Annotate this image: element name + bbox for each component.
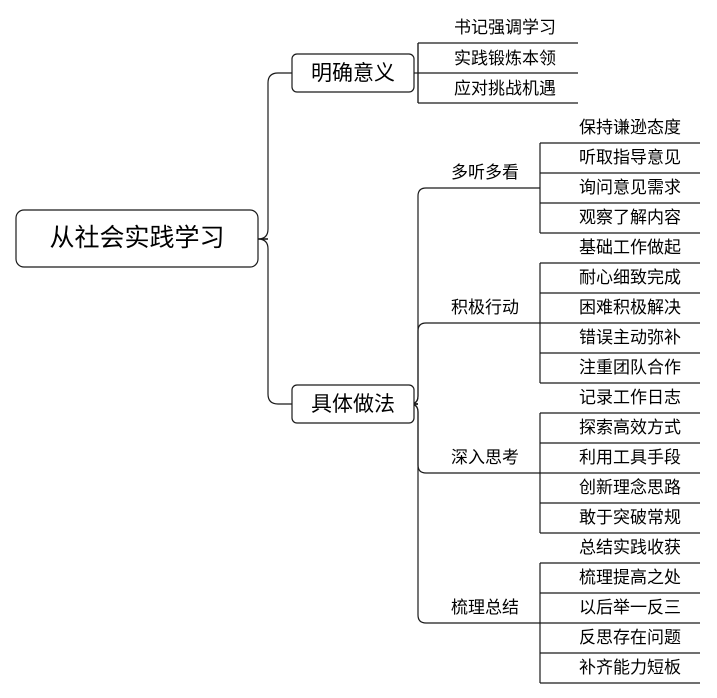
branch-node-box-significance bbox=[291, 53, 415, 93]
branch-node-box-methods bbox=[291, 384, 415, 424]
branch-node-label-significance: 明确意义 bbox=[311, 61, 395, 85]
leaf-label: 创新理念思路 bbox=[579, 477, 681, 498]
leaf-label: 听取指导意见 bbox=[579, 148, 681, 168]
method-group-labels: 多听多看 积极行动 深入思考 梳理总结 bbox=[451, 163, 519, 618]
significance-leaves: 书记强调学习 实践锻炼本领 应对挑战机遇 bbox=[454, 18, 556, 99]
group-label-summarize: 梳理总结 bbox=[451, 598, 519, 618]
leaf-label: 保持谦逊态度 bbox=[579, 118, 681, 138]
leaf-label: 总结实践收获 bbox=[579, 538, 681, 558]
leaf-label: 记录工作日志 bbox=[579, 388, 681, 408]
leaf-label: 基础工作做起 bbox=[579, 238, 681, 258]
leaf-label: 敢于突破常规 bbox=[579, 508, 681, 528]
root-node-label: 从社会实践学习 bbox=[49, 223, 224, 252]
method-leaves: 保持谦逊态度 听取指导意见 询问意见需求 观察了解内容 基础工作做起 耐心细致完… bbox=[579, 118, 681, 678]
leaf-label: 注重团队合作 bbox=[579, 358, 681, 378]
leaf-label: 以后举一反三 bbox=[579, 598, 681, 618]
root-to-significance-connector bbox=[257, 72, 292, 240]
leaf-label: 实践锻炼本领 bbox=[454, 49, 556, 69]
leaf-label: 利用工具手段 bbox=[579, 448, 681, 468]
leaf-label: 错误主动弥补 bbox=[579, 328, 681, 348]
methods-to-group-connector bbox=[409, 322, 540, 405]
leaf-label: 观察了解内容 bbox=[579, 208, 681, 228]
leaf-label: 补齐能力短板 bbox=[579, 658, 681, 678]
root-to-methods-connector bbox=[257, 238, 292, 405]
leaf-label: 书记强调学习 bbox=[454, 18, 556, 38]
leaf-label: 梳理提高之处 bbox=[579, 568, 681, 588]
root-node-box bbox=[15, 209, 259, 268]
leaf-label: 困难积极解决 bbox=[579, 298, 681, 318]
leaf-label: 反思存在问题 bbox=[579, 628, 681, 648]
leaf-label: 探索高效方式 bbox=[579, 418, 681, 438]
leaf-label: 询问意见需求 bbox=[579, 178, 681, 198]
leaf-label: 应对挑战机遇 bbox=[454, 79, 556, 99]
group-label-listen-observe: 多听多看 bbox=[451, 163, 519, 183]
methods-to-group-connector bbox=[409, 403, 540, 624]
methods-to-group-connector bbox=[409, 187, 540, 405]
leaf-label: 耐心细致完成 bbox=[579, 268, 681, 288]
group-label-think-deeply: 深入思考 bbox=[451, 448, 519, 468]
branch-node-label-methods: 具体做法 bbox=[311, 392, 395, 416]
group-label-take-action: 积极行动 bbox=[451, 298, 519, 318]
